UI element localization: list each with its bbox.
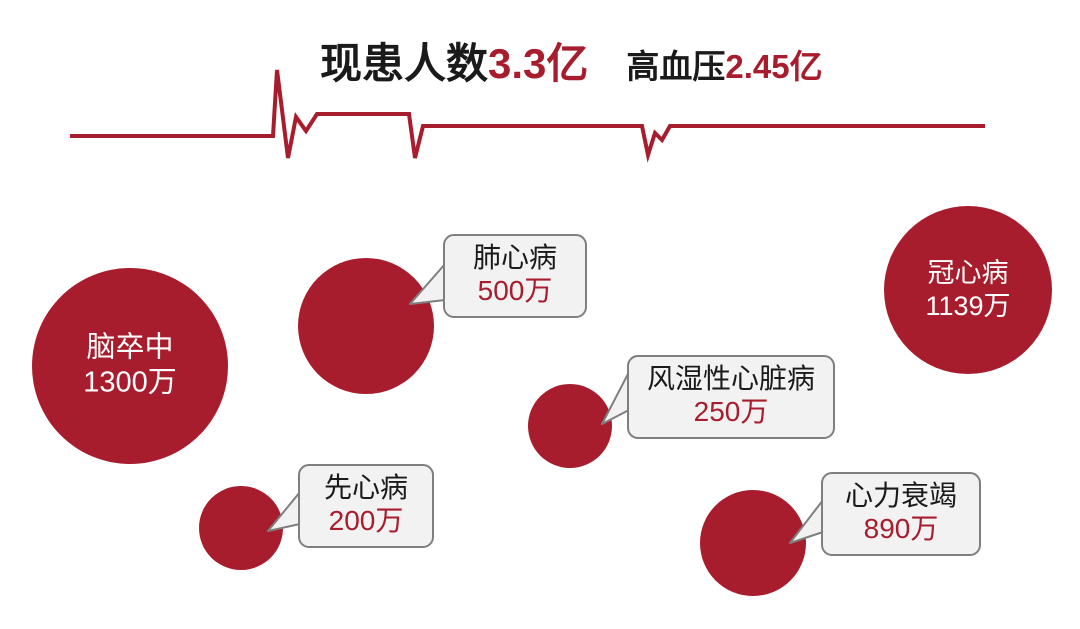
callout-congenital-value: 200万 — [328, 505, 404, 537]
callout-rheumatic[interactable]: 风湿性心脏病 250万 — [627, 355, 835, 439]
bubble-stroke-name: 脑卒中 — [86, 331, 174, 364]
page-title: 现患人数3.3亿高血压2.45亿 — [320, 36, 960, 92]
heartbeat-line-icon — [70, 69, 985, 163]
bubble-pulmonary[interactable] — [298, 258, 434, 394]
title-sub-label: 高血压 — [626, 48, 726, 85]
bubble-heartfailure[interactable] — [700, 490, 806, 596]
callout-heartfailure-name: 心力衰竭 — [844, 480, 957, 511]
callout-pulmonary-name: 肺心病 — [472, 242, 557, 273]
bubble-coronary[interactable]: 冠心病 1139万 — [884, 206, 1052, 374]
bubble-rheumatic[interactable] — [528, 384, 612, 468]
callout-pulmonary[interactable]: 肺心病 500万 — [443, 234, 587, 318]
callout-rheumatic-value: 250万 — [693, 396, 769, 428]
callout-heartfailure-value: 890万 — [863, 513, 939, 545]
bubble-coronary-label: 冠心病 1139万 — [884, 257, 1052, 323]
title-main-value: 3.3亿 — [488, 40, 589, 87]
bubble-stroke-label: 脑卒中 1300万 — [32, 331, 228, 402]
bubble-stroke-value: 1300万 — [83, 367, 177, 399]
callout-pulmonary-value: 500万 — [477, 275, 553, 307]
bubble-stroke[interactable]: 脑卒中 1300万 — [32, 268, 228, 464]
title-sub-value: 2.45亿 — [725, 48, 823, 85]
bubble-congenital[interactable] — [199, 486, 283, 570]
bubble-coronary-value: 1139万 — [925, 291, 1011, 321]
callout-congenital[interactable]: 先心病 200万 — [298, 464, 434, 548]
bubble-coronary-name: 冠心病 — [927, 258, 1009, 289]
title-secondary: 高血压2.45亿 — [626, 39, 822, 102]
callout-congenital-name: 先心病 — [323, 472, 408, 503]
callout-heartfailure[interactable]: 心力衰竭 890万 — [821, 472, 981, 556]
callout-rheumatic-name: 风湿性心脏病 — [646, 363, 815, 394]
title-main-label: 现患人数 — [320, 40, 489, 87]
